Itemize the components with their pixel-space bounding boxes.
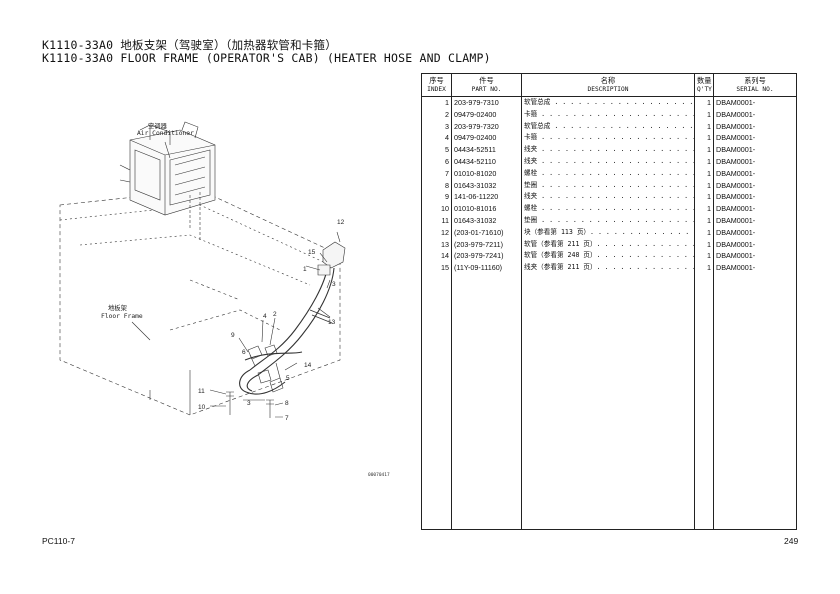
callout-1: 1 <box>303 266 307 273</box>
label-ac-en: Air Conditioner <box>137 130 194 137</box>
diagram-ref-code: 00070417 <box>368 472 390 478</box>
callout-2: 2 <box>273 311 277 318</box>
label-ff-cn: 地板架 <box>108 303 128 312</box>
callout-5: 5 <box>286 375 290 382</box>
air-conditioner-unit <box>119 121 216 240</box>
callout-7: 7 <box>285 415 289 422</box>
table-row: 14(203-979-7241)软管（参看第 248 页）. . . . . .… <box>421 250 797 263</box>
callout-11: 11 <box>198 388 205 395</box>
label-ac-cn: 空调器 <box>148 121 168 130</box>
footer-model: PC110-7 <box>42 536 75 546</box>
callout-15: 15 <box>308 249 316 256</box>
callout-13: 13 <box>328 319 336 326</box>
callout-6: 6 <box>242 349 246 356</box>
table-row: 15(11Y-09-11160)线夹（参看第 211 页）. . . . . .… <box>421 262 797 274</box>
heater-hoses <box>239 264 335 395</box>
table-row: 12(203-01-71610)块（参看第 113 页）. . . . . . … <box>421 226 797 239</box>
page-title-cn: K1110-33A0 地板支架（驾驶室）（加热器软管和卡箍） <box>42 38 337 52</box>
footer-page-number: 249 <box>784 536 799 546</box>
label-ff-en: Floor Frame <box>101 313 143 320</box>
callout-4: 4 <box>263 313 267 320</box>
table-row: 13(203-979-7211)软管（参看第 211 页）. . . . . .… <box>421 238 797 251</box>
callout-9: 9 <box>231 332 235 339</box>
callout-10: 10 <box>198 404 206 411</box>
callout-12: 12 <box>337 219 345 226</box>
table-filler-row <box>421 273 797 530</box>
page-title-en: K1110-33A0 FLOOR FRAME (OPERATOR'S CAB) … <box>42 51 491 65</box>
callout-14: 14 <box>304 362 312 369</box>
parts-diagram: 空调器 Air Conditioner 地板架 Floor Frame 12 1… <box>59 121 390 478</box>
block-12 <box>322 241 346 269</box>
callout-3b: 3 <box>247 400 251 407</box>
callout-8: 8 <box>285 400 289 407</box>
callout-3a: 3 <box>332 281 336 288</box>
